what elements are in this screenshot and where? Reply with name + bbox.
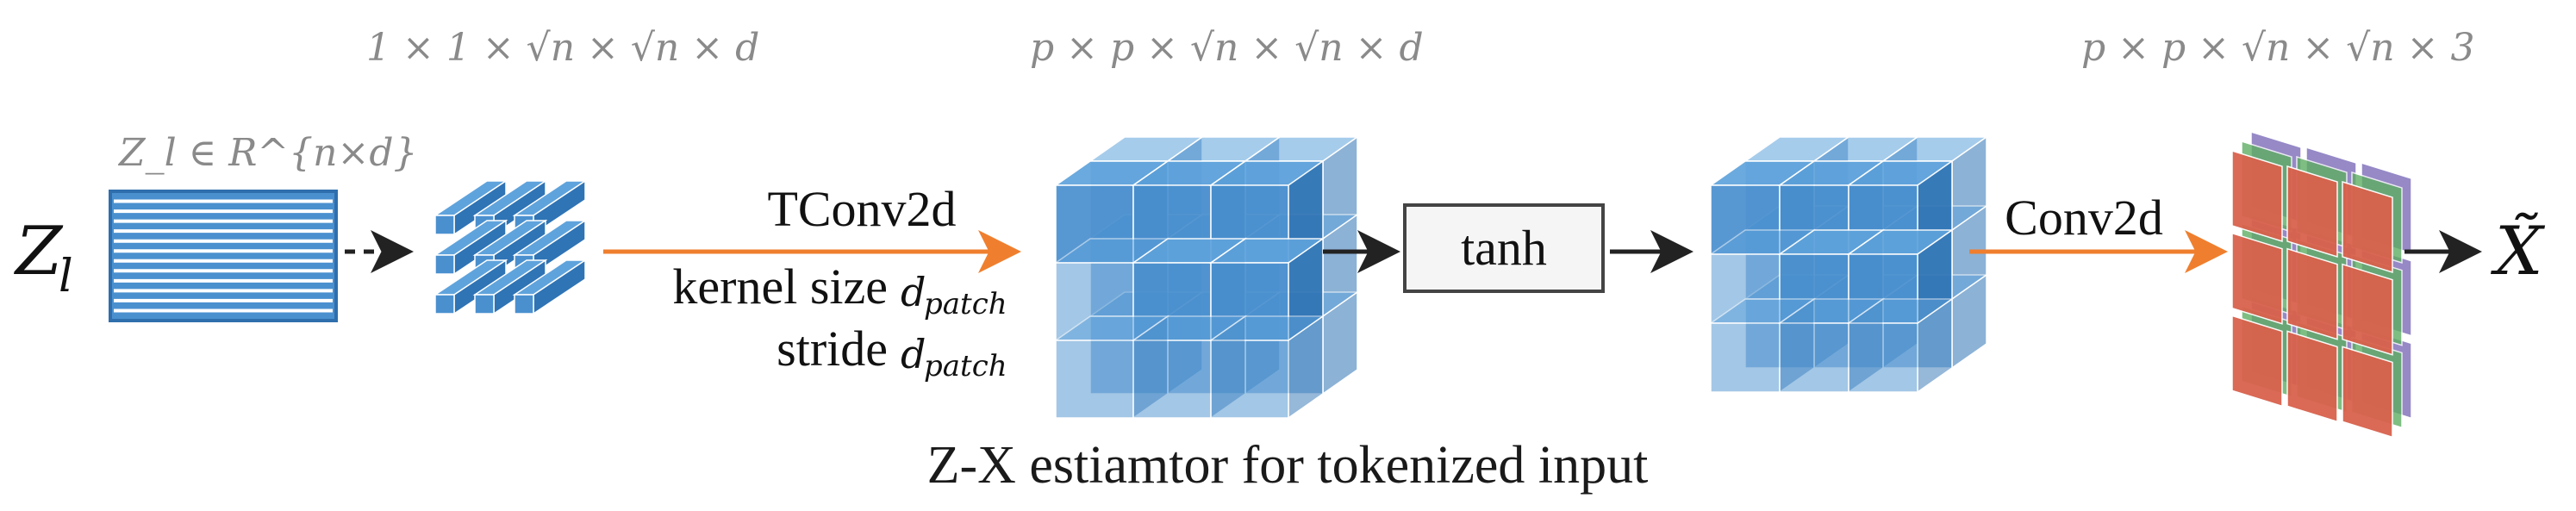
cube-front-cell-front xyxy=(1055,340,1134,419)
token-bar-front xyxy=(434,215,455,235)
output-image-grid xyxy=(2231,130,2412,439)
matrix-label: Z_l ∈ R^{n×d} xyxy=(117,131,418,175)
image-cell xyxy=(2231,149,2283,243)
token-bar-front xyxy=(434,294,455,315)
cube-front-cell-front xyxy=(1132,340,1212,419)
token-bar-front xyxy=(474,294,495,315)
kernel-param: d xyxy=(901,269,926,315)
patch-cube-right xyxy=(1708,135,1989,394)
cube-front-cell xyxy=(1208,315,1325,420)
cube-front-cell xyxy=(1846,297,1955,394)
image-cell xyxy=(2286,165,2338,259)
image-cell xyxy=(2286,330,2338,423)
cube-front-cell-front xyxy=(1848,322,1918,393)
kernel-text: kernel size xyxy=(672,259,888,315)
cube-front-cell-front xyxy=(1710,322,1781,393)
image-cell xyxy=(2231,232,2283,325)
image-cell xyxy=(2342,263,2393,356)
image-channel-layer xyxy=(2231,149,2393,439)
token-bar-front xyxy=(434,254,455,275)
image-cell xyxy=(2342,180,2393,274)
dim-image: p × p × √n × √n × 3 xyxy=(2081,26,2474,70)
token-bar xyxy=(472,259,548,315)
stride-text: stride xyxy=(777,321,888,377)
input-symbol: Z l xyxy=(13,213,73,302)
dim-tokens: 1 × 1 × √n × √n × d xyxy=(366,26,759,70)
stride-param: d xyxy=(901,331,926,377)
input-symbol-main: Z xyxy=(13,213,64,290)
tanh-box: tanh xyxy=(1403,203,1605,293)
token-blocks xyxy=(433,179,588,315)
token-bar xyxy=(433,259,508,315)
token-matrix xyxy=(109,190,338,322)
dim-patches: p × p × √n × √n × d xyxy=(1030,26,1424,70)
image-cell xyxy=(2286,247,2338,340)
tconv-label: TConv2d xyxy=(767,181,956,237)
patch-cube-left xyxy=(1053,135,1360,420)
image-cell xyxy=(2231,315,2283,408)
caption: Z-X estiamtor for tokenized input xyxy=(927,436,1649,495)
input-symbol-subscript: l xyxy=(59,251,73,302)
kernel-param-sub: patch xyxy=(924,287,1007,321)
cube-front-cell-front xyxy=(1779,322,1849,393)
output-symbol: X̃ xyxy=(2490,211,2546,290)
cube-front-cell-front xyxy=(1210,340,1289,419)
tanh-label: tanh xyxy=(1461,220,1547,276)
conv-label: Conv2d xyxy=(2005,190,2163,246)
image-cell xyxy=(2342,346,2393,439)
tconv-group: TConv2d kernel size d patch stride d pat… xyxy=(603,181,1021,383)
stride-param-sub: patch xyxy=(924,349,1007,383)
token-bar-front xyxy=(514,294,534,315)
token-bar xyxy=(512,259,588,315)
